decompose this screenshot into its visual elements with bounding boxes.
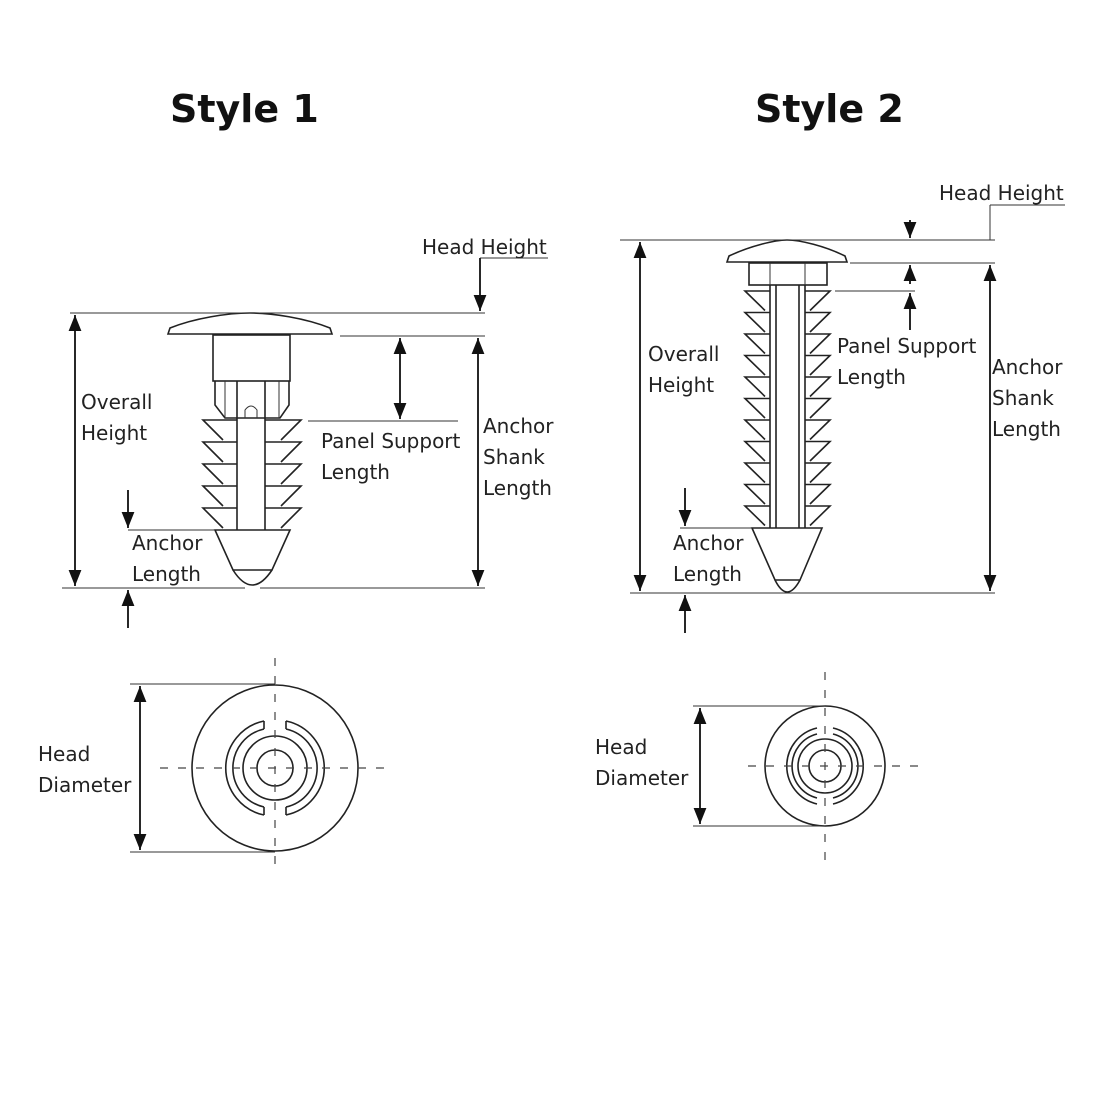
style1-top-view [130, 658, 392, 865]
barb [743, 505, 832, 527]
style1-head-diameter-label: Head [38, 742, 90, 766]
style2-head-diameter-label: Diameter [595, 766, 689, 790]
barb [743, 333, 832, 355]
style2-dimensions [620, 204, 1065, 633]
style2-overall-height-label: Height [648, 373, 714, 397]
style2-anchor-shank-label: Length [992, 417, 1061, 441]
barb [201, 463, 303, 485]
style2-head-height-label: Head Height [939, 181, 1064, 205]
style1-head-height-label: Head Height [422, 235, 547, 259]
barb [201, 441, 303, 463]
barb [743, 440, 832, 462]
style1-dimensions [62, 257, 548, 628]
style2-side-view [725, 239, 849, 593]
style2-overall-height-label: Overall [648, 342, 719, 366]
style2-panel-support-label: Panel Support [837, 334, 977, 358]
style2-title: Style 2 [755, 87, 904, 131]
style1-overall-height-label: Overall [81, 390, 152, 414]
barb [743, 311, 832, 333]
barb [201, 419, 303, 441]
style1-side-view [166, 312, 334, 586]
style1-title: Style 1 [170, 87, 319, 131]
style1-panel-support-label: Length [321, 460, 390, 484]
barb [743, 354, 832, 376]
barb [743, 462, 832, 484]
barb [743, 419, 832, 441]
style1-head-diameter-label: Diameter [38, 773, 132, 797]
barb [743, 376, 832, 398]
style1-anchor-length-label: Anchor [132, 531, 203, 555]
style2-anchor-shank-label: Shank [992, 386, 1054, 410]
style1-anchor-shank-label: Shank [483, 445, 545, 469]
style1-panel-support-label: Panel Support [321, 429, 461, 453]
barb [201, 485, 303, 507]
style2-top-view [693, 672, 920, 862]
barb [743, 397, 832, 419]
style2-anchor-length-label: Length [673, 562, 742, 586]
style2-panel-support-label: Length [837, 365, 906, 389]
style2-head-diameter-label: Head [595, 735, 647, 759]
style1-anchor-length-label: Length [132, 562, 201, 586]
style1-anchor-shank-label: Anchor [483, 414, 554, 438]
style2-anchor-length-label: Anchor [673, 531, 744, 555]
style2-anchor-shank-label: Anchor [992, 355, 1063, 379]
style1-overall-height-label: Height [81, 421, 147, 445]
barb [201, 507, 303, 529]
style1-anchor-shank-label: Length [483, 476, 552, 500]
barb [743, 290, 832, 312]
barb [743, 483, 832, 505]
